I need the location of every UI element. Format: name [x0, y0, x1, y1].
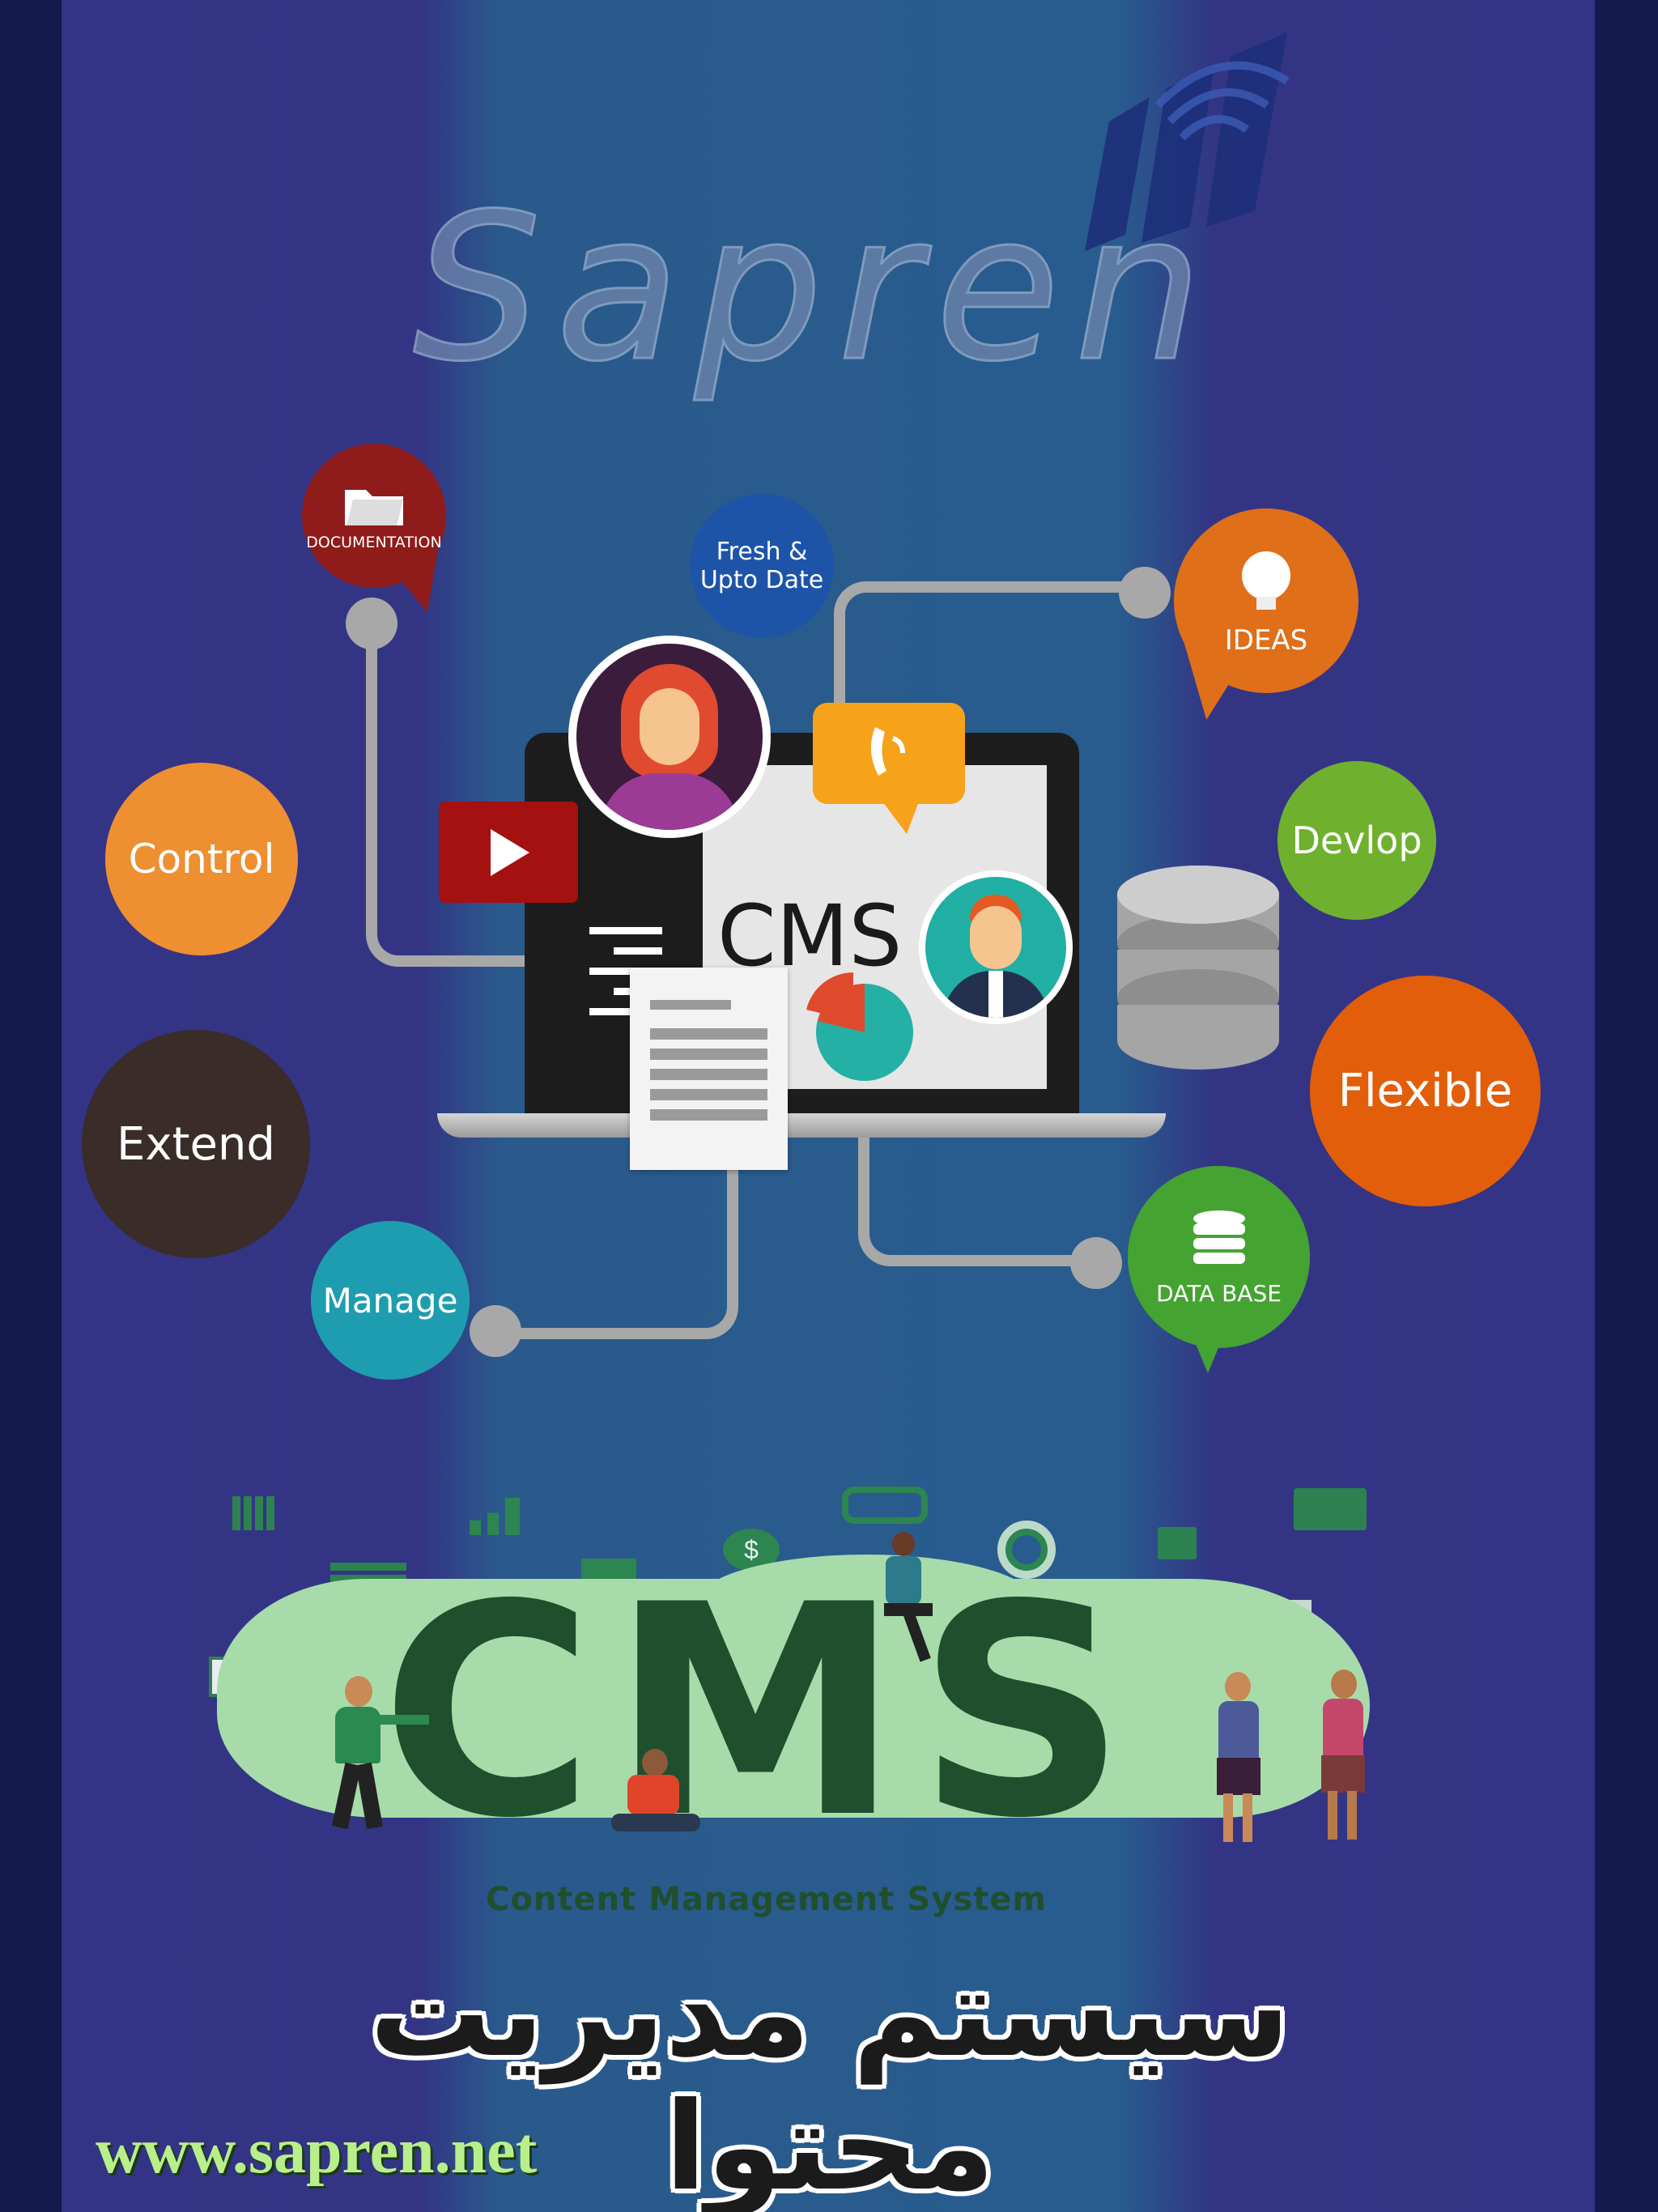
play-icon [491, 829, 529, 876]
bubble-manage: Manage [311, 1221, 470, 1380]
phone-icon [870, 727, 905, 776]
devlop-label: Devlop [1291, 819, 1422, 862]
control-label: Control [128, 836, 275, 883]
bubble-flexible: Flexible [1310, 976, 1541, 1206]
documentation-label: DOCUMENTATION [306, 534, 442, 551]
bubble-control: Control [105, 763, 298, 955]
lightbulb-icon [1242, 551, 1290, 610]
pie-chart-icon [806, 972, 913, 1081]
ideas-label: IDEAS [1224, 624, 1308, 657]
person-on-hump [876, 1532, 933, 1662]
banner-subtitle: Content Management System [486, 1881, 1048, 1918]
person-talking-right [1312, 1670, 1376, 1840]
manage-label: Manage [322, 1280, 458, 1321]
bubble-database: DATA BASE [1128, 1166, 1310, 1348]
database-small-icon [1192, 1210, 1245, 1264]
calendar-icon [1158, 1527, 1197, 1559]
bar-chart-icon [470, 1498, 520, 1535]
phone-bubble [813, 703, 965, 804]
laptop-base [437, 1113, 1166, 1138]
connector-dot [1119, 567, 1171, 619]
bubble-extend: Extend [82, 1030, 310, 1258]
person-sitting [611, 1749, 700, 1838]
avatar-woman [568, 636, 771, 838]
wifi-bars-icon [1085, 32, 1290, 251]
banner-cms-text: CMS [380, 1542, 1143, 1882]
target-icon [997, 1521, 1056, 1579]
person-talking-left [1210, 1672, 1267, 1842]
database-label: DATA BASE [1156, 1280, 1282, 1307]
folder-icon [345, 490, 403, 525]
folder-green-icon [1294, 1488, 1367, 1530]
database-tail [1192, 1334, 1224, 1373]
bubble-fresh: Fresh & Upto Date [690, 494, 834, 638]
fresh-label-1: Fresh & [716, 538, 808, 566]
connector-dot [346, 598, 397, 649]
logo-text: Sapren [412, 169, 1218, 407]
bubble-ideas: IDEAS [1174, 508, 1358, 693]
bubble-documentation: DOCUMENTATION [302, 444, 446, 588]
website-url: www.sapren.net [96, 2116, 538, 2187]
banner-blob-hump [696, 1555, 1036, 1652]
avatar-man [919, 870, 1073, 1024]
connector-dot [470, 1305, 521, 1357]
sapren-logo: Sapren [412, 32, 1344, 407]
connector-dot [1070, 1237, 1122, 1289]
phone-bubble-tail [882, 802, 919, 834]
bubble-devlop: Devlop [1278, 761, 1436, 920]
database-icon [1117, 866, 1279, 1070]
document-page [630, 968, 788, 1170]
barcode-icon [232, 1496, 276, 1530]
persian-title: سیستم مدیریت محتوا [369, 1943, 1290, 2212]
fresh-label-2: Upto Date [699, 566, 824, 594]
person-pointing [324, 1676, 429, 1830]
flexible-label: Flexible [1337, 1065, 1513, 1117]
connector-manage [518, 1134, 738, 1339]
extend-label: Extend [117, 1117, 275, 1171]
link-icon [842, 1487, 928, 1524]
connector-database [858, 1134, 1104, 1266]
video-play-button [439, 802, 578, 903]
